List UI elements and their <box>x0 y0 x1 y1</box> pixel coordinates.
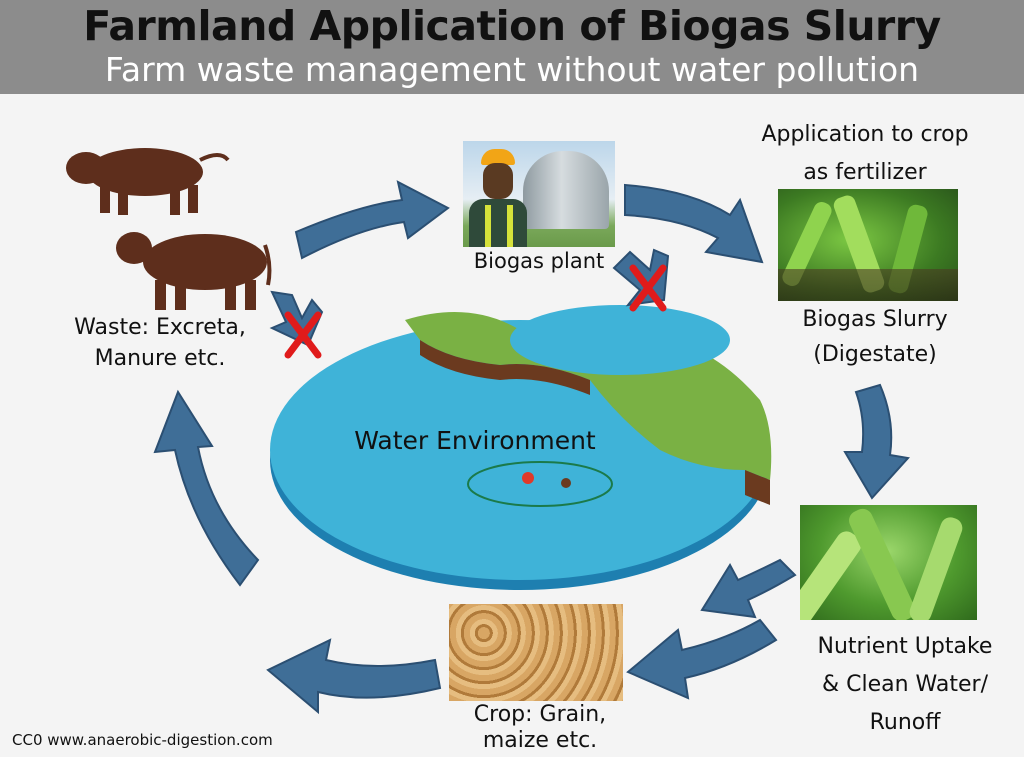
header-bar <box>0 0 1024 94</box>
grain-photo <box>449 604 623 701</box>
arrow-slurry-to-nutrient <box>843 383 910 500</box>
waste-label: Waste: Excreta, Manure etc. <box>74 315 246 371</box>
nutrient-uptake-photo <box>800 505 977 620</box>
arrow-crop-to-waste <box>266 638 442 715</box>
pig-icon <box>66 148 230 215</box>
slurry-label: Biogas Slurry (Digestate) <box>802 307 948 367</box>
arrow-waste-to-plant <box>294 180 450 260</box>
water-environment-disc <box>270 305 772 590</box>
worker-figure <box>469 149 527 247</box>
crop-label: Crop: Grain, maize etc. <box>473 702 607 753</box>
page-subtitle: Farm waste management without water poll… <box>104 50 920 89</box>
water-environment-label: Water Environment <box>354 426 596 455</box>
arrow-nutrient-to-crop <box>626 618 778 700</box>
digester-tank <box>523 151 609 229</box>
page-title: Farmland Application of Biogas Slurry <box>83 2 941 50</box>
arrow-return-to-waste <box>153 389 260 587</box>
biogas-plant-photo <box>463 141 615 247</box>
arrow-runoff-to-water <box>700 558 797 619</box>
cycle-diagram <box>66 148 910 715</box>
blocked-cross-icon <box>629 264 667 312</box>
crop-application-photo <box>778 189 958 301</box>
blocked-cross-icon <box>284 311 322 359</box>
arrow-plant-to-application <box>624 183 764 264</box>
nutrient-label: Nutrient Uptake & Clean Water/ Runoff <box>817 634 993 735</box>
cow-icon <box>116 232 272 310</box>
credit-text: CC0 www.anaerobic-digestion.com <box>12 731 273 749</box>
application-label: Application to crop as fertilizer <box>761 122 969 185</box>
biogas-plant-label: Biogas plant <box>473 249 605 273</box>
